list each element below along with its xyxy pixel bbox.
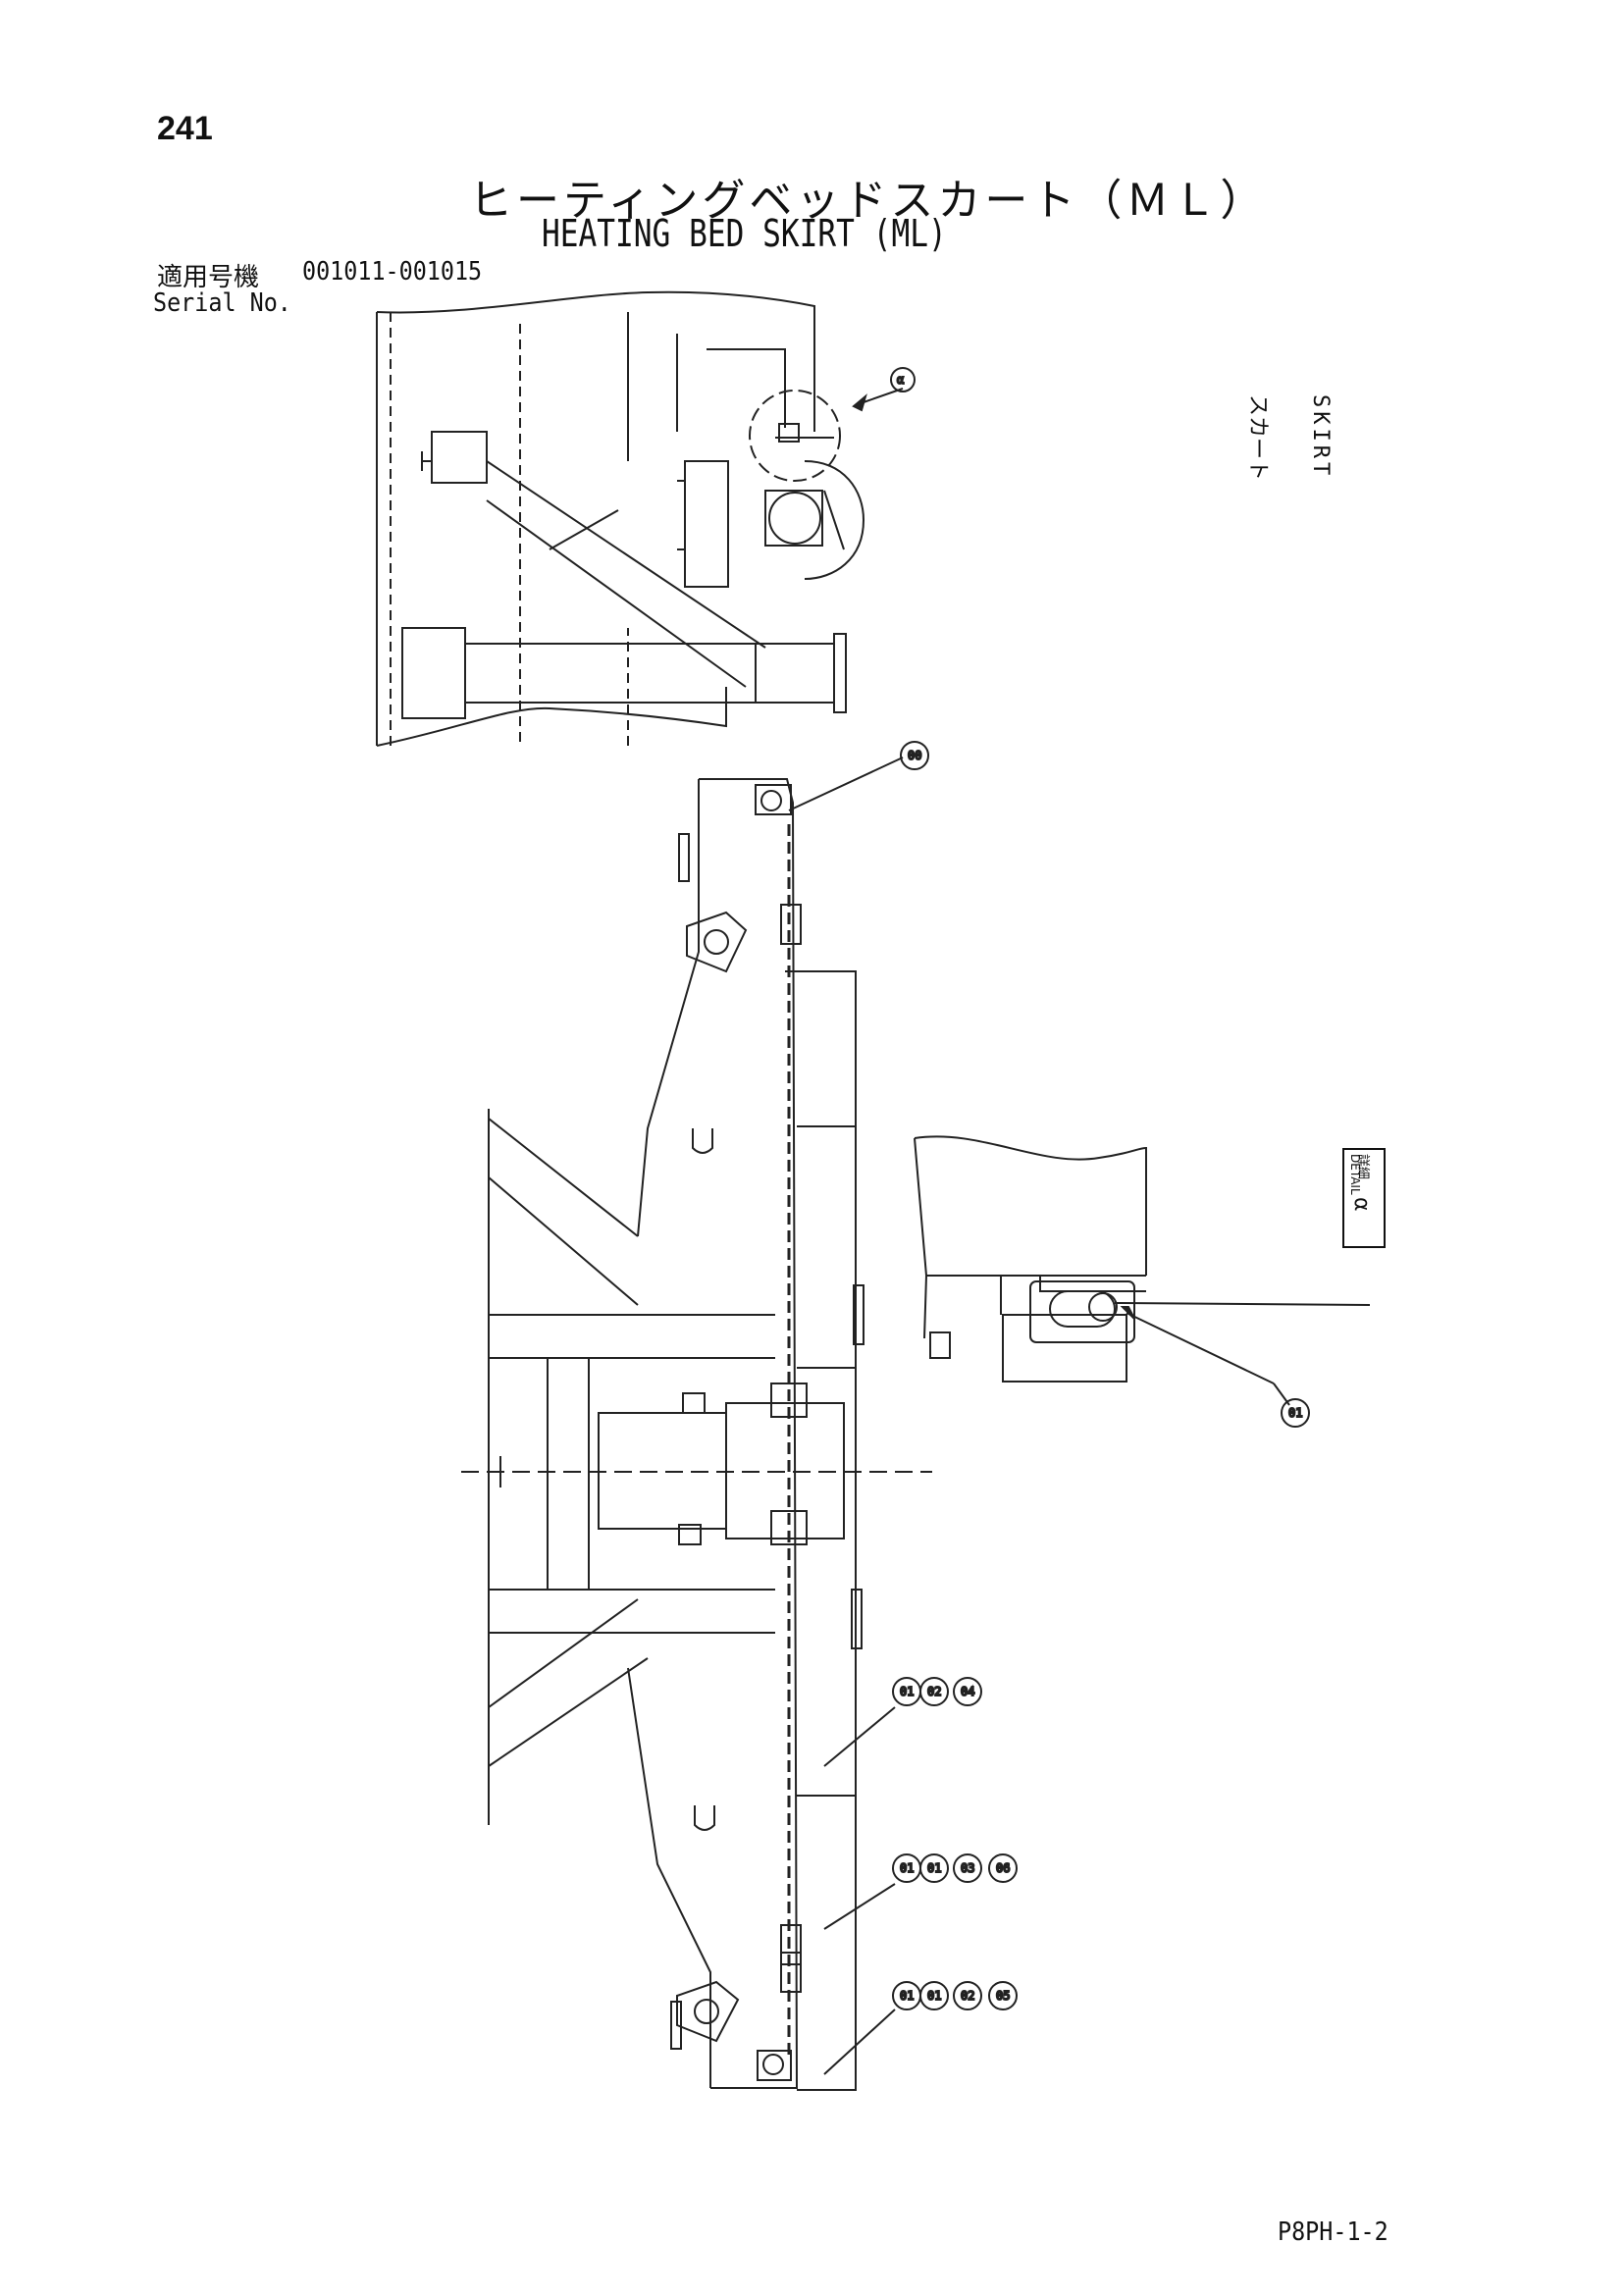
- page-title-japanese: ヒーティングベッドスカート（ＭＬ）: [469, 176, 1268, 226]
- callout-3-label-0: 01: [900, 1685, 914, 1698]
- callout-alpha: α: [890, 367, 916, 392]
- page-title-english: HEATING BED SKIRT (ML): [542, 212, 947, 255]
- callout-5-label-1: 01: [927, 1989, 941, 2003]
- callout-1: 00: [788, 741, 929, 811]
- callout-5-label-3: 05: [996, 1989, 1010, 2003]
- serial-label-english: Serial No.: [153, 288, 291, 318]
- callout-2: 01: [1273, 1383, 1310, 1428]
- callout-2-label: 01: [1288, 1406, 1302, 1420]
- callout-4: 01 01 03 06: [823, 1853, 1018, 1930]
- callout-4-label-0: 01: [900, 1861, 914, 1875]
- detail-view-alpha: [914, 1135, 1371, 1384]
- callout-5-label-0: 01: [900, 1989, 914, 2003]
- serial-number-range: 001011-001015: [302, 257, 483, 287]
- callout-4-label-2: 03: [961, 1861, 974, 1875]
- serial-label-japanese: 適用号機: [157, 263, 260, 292]
- callout-3-label-2: 04: [961, 1685, 974, 1698]
- callout-3-label-1: 02: [927, 1685, 941, 1698]
- callout-4-label-1: 01: [927, 1861, 941, 1875]
- callout-4-label-3: 06: [996, 1861, 1010, 1875]
- callout-3: 01 02 04: [823, 1677, 982, 1767]
- drawing-code: P8PH-1-2: [1278, 2218, 1388, 2247]
- detail-alpha-box: 詳細 DETAIL α: [1342, 1148, 1386, 1248]
- main-side-view: [461, 778, 932, 2091]
- callout-5-label-2: 02: [961, 1989, 974, 2003]
- top-view: [376, 290, 904, 747]
- callout-alpha-label: α: [897, 373, 904, 387]
- callout-5: 01 01 02 05: [823, 1981, 1018, 2075]
- callout-1-label: 00: [908, 749, 921, 762]
- page-number: 241: [157, 110, 213, 147]
